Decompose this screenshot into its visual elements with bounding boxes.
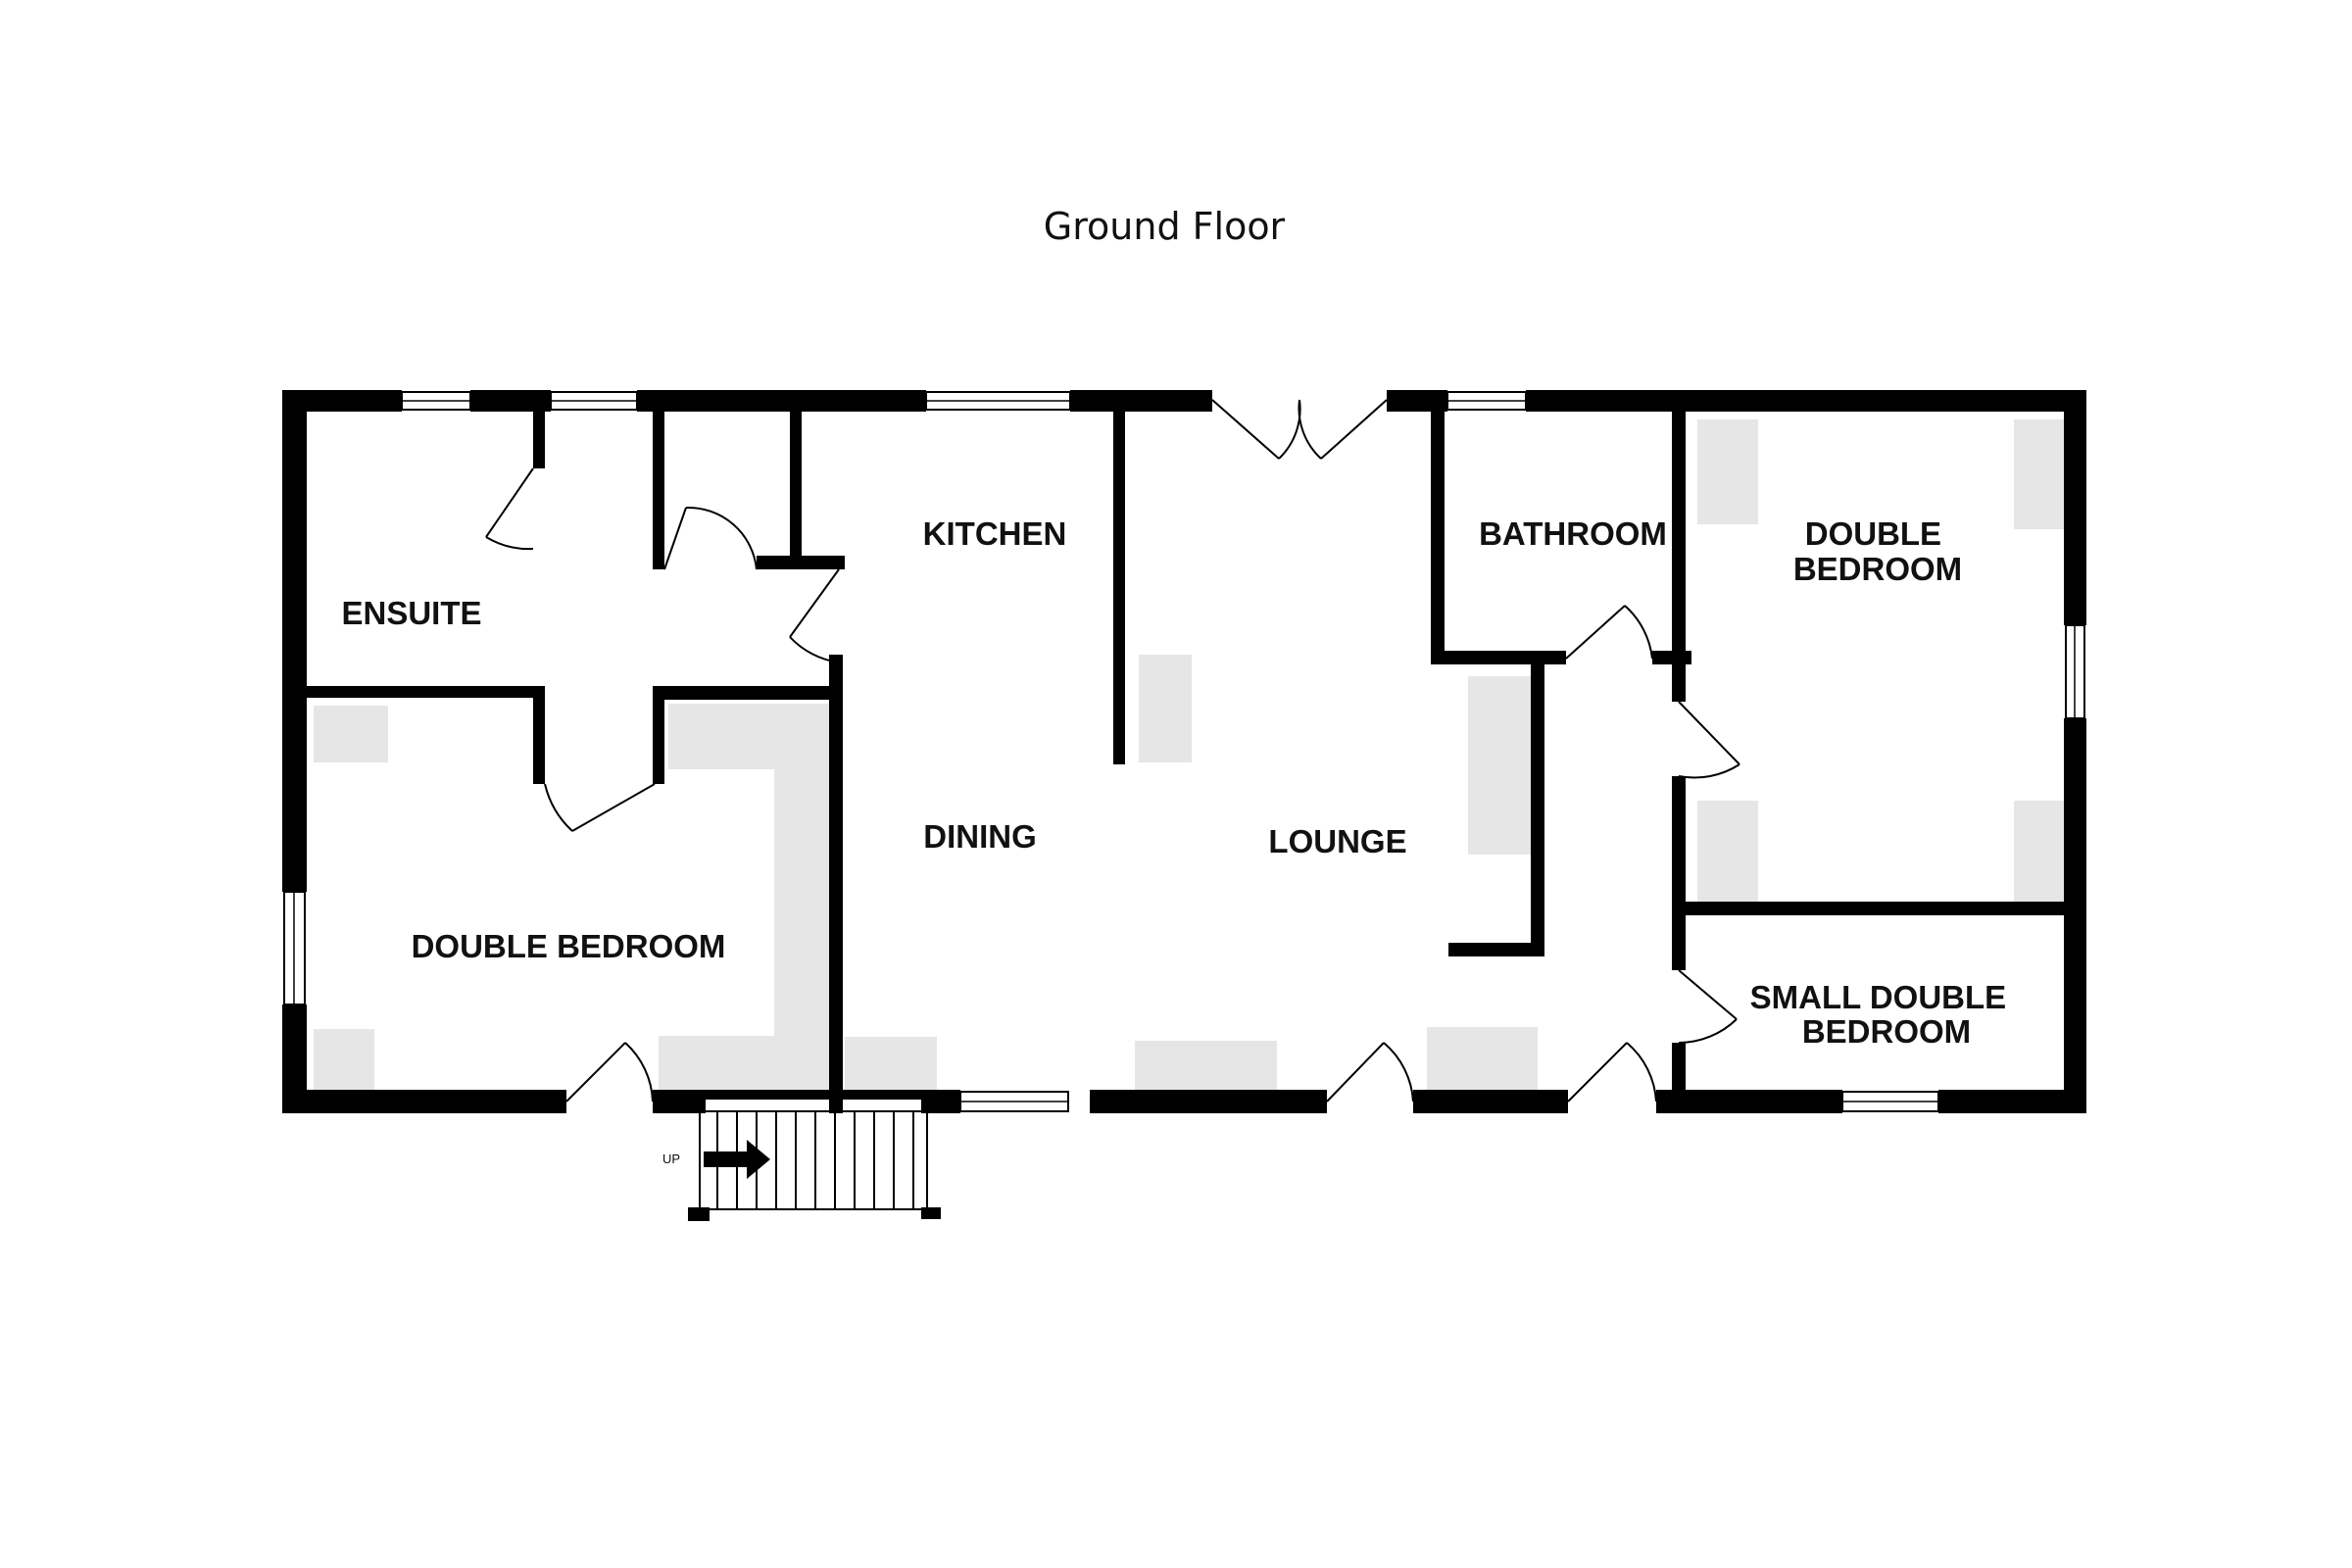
- wall: [1413, 1090, 1568, 1113]
- wall: [282, 1090, 566, 1113]
- fixture: [314, 706, 388, 762]
- door-side: [1567, 1042, 1657, 1102]
- door-small-bedroom: [1678, 969, 1738, 1044]
- wall: [1672, 902, 2083, 915]
- wall: [653, 390, 664, 569]
- wall: [282, 390, 307, 892]
- door-french-right: [1298, 399, 1388, 460]
- room-label-dining: DINING: [923, 818, 1037, 855]
- room-label-ensuite: ENSUITE: [341, 595, 481, 631]
- wall: [282, 686, 545, 698]
- room-label-small-double-bedroom: SMALL DOUBLE BEDROOM: [1750, 979, 2016, 1050]
- fixture: [845, 1037, 937, 1094]
- wall: [653, 1090, 706, 1113]
- wall: [470, 390, 551, 412]
- wall: [533, 686, 545, 784]
- room-label-double-bedroom-right: DOUBLE BEDROOM: [1793, 515, 1962, 587]
- door-right-bedroom: [1678, 701, 1740, 779]
- wall: [282, 1004, 307, 1113]
- wall: [1090, 1090, 1327, 1113]
- wall: [2064, 390, 2086, 625]
- wall: [282, 390, 402, 412]
- fixture: [1468, 676, 1535, 855]
- room-label-double-bedroom-left: DOUBLE BEDROOM: [412, 928, 726, 964]
- door-front: [1326, 1042, 1414, 1102]
- wall: [1656, 1090, 1842, 1113]
- plan-title: Ground Floor: [1044, 205, 1286, 248]
- walls: [282, 390, 2086, 1221]
- wall: [1672, 776, 1686, 970]
- wall: [829, 655, 843, 1113]
- wall: [1448, 943, 1544, 956]
- wall: [637, 390, 926, 412]
- fixture: [314, 1029, 374, 1092]
- door-closet: [663, 506, 758, 570]
- room-label-line: SMALL DOUBLE: [1750, 979, 2007, 1015]
- room-label-line: DOUBLE: [1805, 515, 1941, 552]
- doors: [485, 399, 1740, 1102]
- wall: [1938, 1090, 2086, 1113]
- room-label-kitchen: KITCHEN: [923, 515, 1067, 552]
- stairs-up-arrow-icon: [704, 1140, 770, 1179]
- wall: [757, 556, 845, 569]
- door-bathroom: [1565, 605, 1653, 660]
- room-label-line: BEDROOM: [1793, 551, 1962, 587]
- fixture: [1697, 801, 1758, 906]
- wall: [790, 390, 802, 560]
- fixture: [1135, 1041, 1277, 1096]
- door-french-left: [1211, 399, 1301, 460]
- stairs-outline: [699, 1110, 928, 1210]
- door-left-bedroom-front: [565, 1042, 654, 1102]
- wall: [1526, 390, 2086, 412]
- room-label-bathroom: BATHROOM: [1479, 515, 1667, 552]
- wall: [1531, 651, 1544, 956]
- wall: [1070, 390, 1212, 412]
- wall: [653, 686, 664, 784]
- wall: [1672, 390, 1686, 702]
- room-label-line: BEDROOM: [1802, 1013, 1971, 1050]
- fixture: [1697, 419, 1758, 524]
- wall: [1113, 390, 1125, 764]
- wall: [653, 686, 839, 700]
- door-kitchen: [789, 568, 840, 663]
- wall: [533, 390, 545, 468]
- wall: [2064, 718, 2086, 1113]
- window-lines: [293, 400, 2076, 1102]
- stairs-label: UP: [662, 1152, 680, 1166]
- door-left-bedroom: [544, 783, 656, 832]
- wall: [688, 1207, 710, 1221]
- wall: [1431, 651, 1566, 664]
- wall: [1431, 390, 1445, 662]
- wall: [921, 1090, 960, 1113]
- room-label-lounge: LOUNGE: [1268, 823, 1406, 859]
- wall: [1672, 1043, 1686, 1113]
- fixture: [1427, 1027, 1538, 1094]
- fixture: [1139, 655, 1192, 762]
- wardrobe: [659, 704, 831, 1095]
- door-ensuite: [485, 467, 534, 551]
